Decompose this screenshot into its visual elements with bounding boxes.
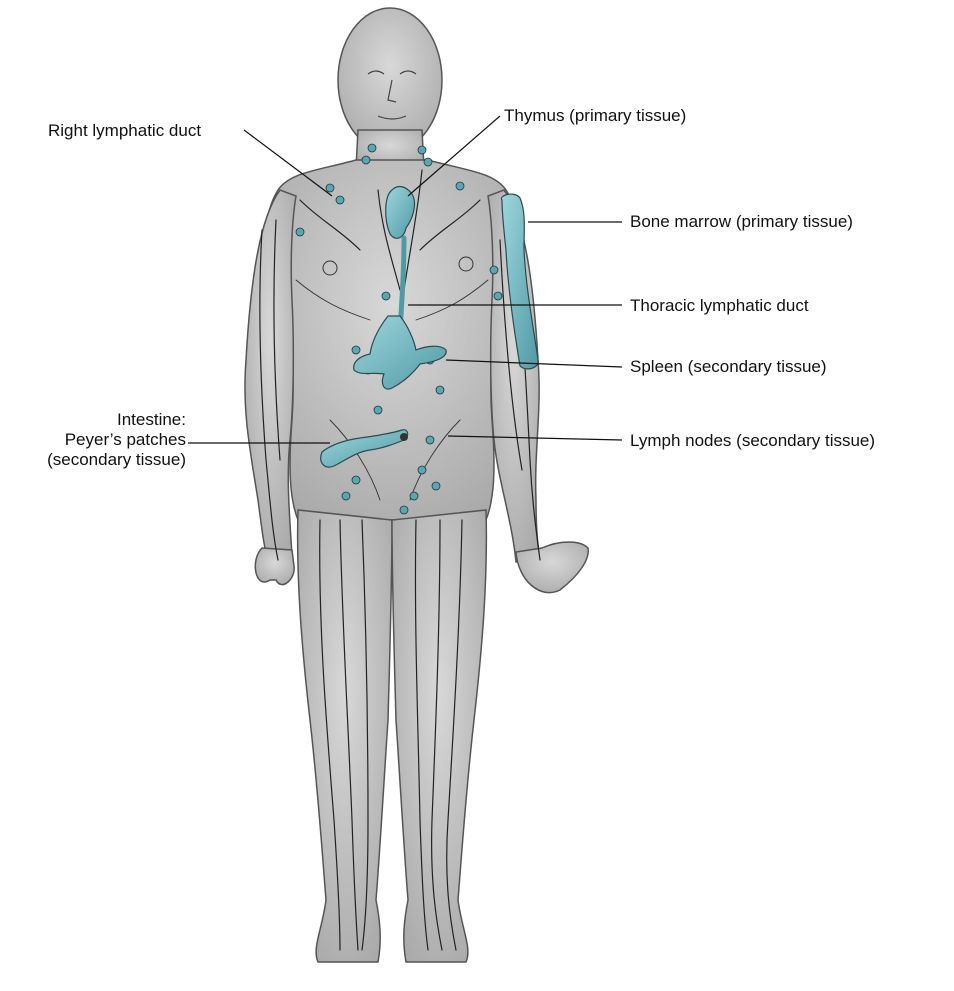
- label-bone-marrow: Bone marrow (primary tissue): [630, 212, 853, 232]
- label-thoracic-duct: Thoracic lymphatic duct: [630, 296, 809, 316]
- label-right-lymphatic-duct: Right lymphatic duct: [48, 121, 201, 141]
- right-hand: [255, 548, 294, 585]
- label-intestine: Intestine: Peyer’s patches (secondary ti…: [47, 410, 186, 470]
- left-hand: [516, 542, 588, 593]
- body-silhouette: [245, 8, 588, 962]
- label-spleen: Spleen (secondary tissue): [630, 357, 827, 377]
- label-thymus: Thymus (primary tissue): [504, 106, 686, 126]
- intestine-lumen: [400, 433, 408, 441]
- label-lymph-nodes: Lymph nodes (secondary tissue): [630, 431, 875, 451]
- right-leg: [298, 510, 392, 962]
- label-intestine-line1: Intestine:: [47, 410, 186, 430]
- label-intestine-line3: (secondary tissue): [47, 450, 186, 470]
- label-intestine-line2: Peyer’s patches: [47, 430, 186, 450]
